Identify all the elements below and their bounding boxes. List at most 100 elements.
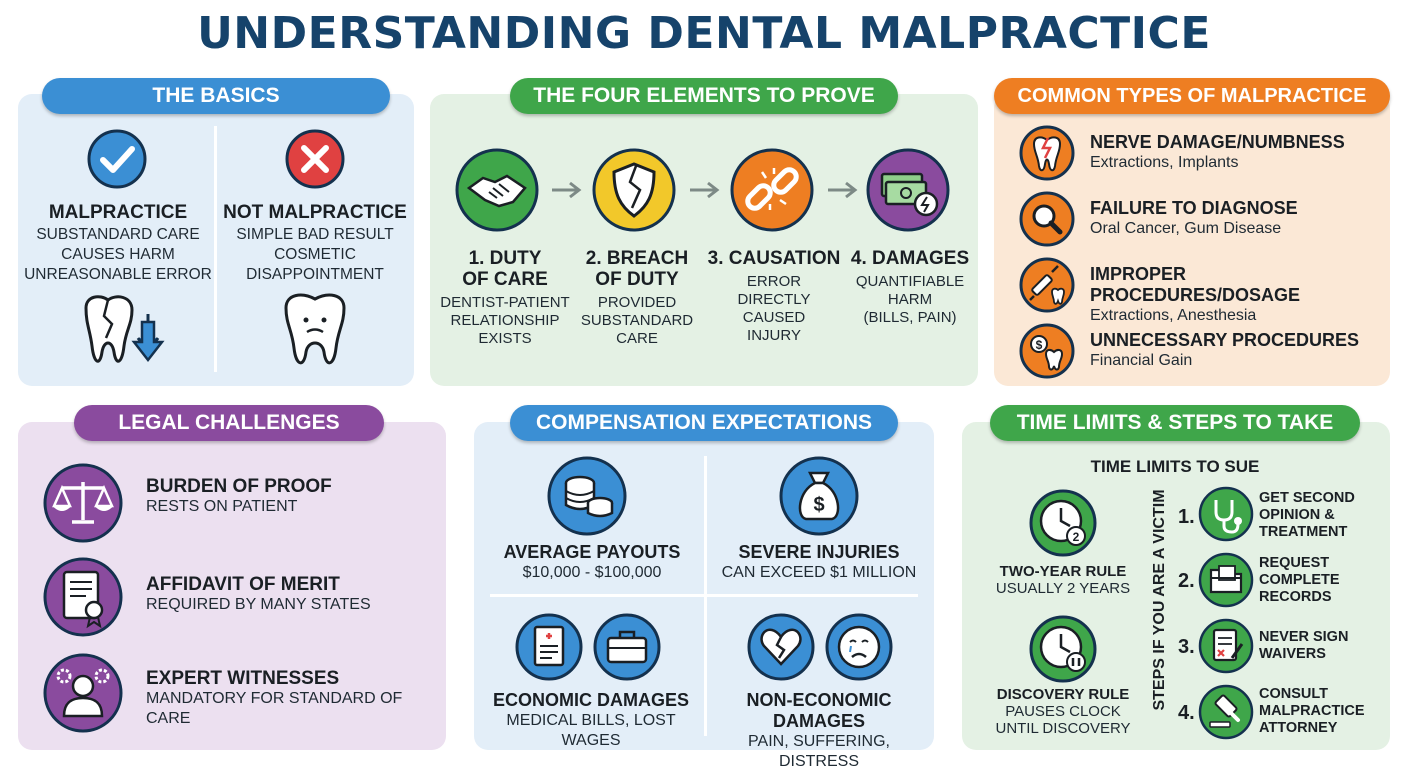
legal-title: BURDEN OF PROOF bbox=[146, 476, 332, 497]
type-sub: Financial Gain bbox=[1090, 352, 1193, 369]
basics-left-line: UNREASONABLE ERROR bbox=[24, 266, 212, 283]
svg-text:$: $ bbox=[1036, 338, 1043, 352]
legal-sub: REQUIRED BY MANY STATES bbox=[146, 596, 371, 613]
elements-header: THE FOUR ELEMENTS TO PROVE bbox=[510, 78, 898, 114]
step-line: ATTORNEY bbox=[1259, 720, 1338, 736]
element-line: RELATIONSHIP bbox=[450, 312, 560, 329]
type-sub: Oral Cancer, Gum Disease bbox=[1090, 220, 1282, 237]
sad-face-icon bbox=[825, 613, 893, 681]
briefcase-icon bbox=[593, 613, 661, 681]
comp-sub: $10,000 - $100,000 bbox=[522, 564, 662, 581]
steps-label: STEPS IF YOU ARE A VICTIM bbox=[1151, 489, 1168, 711]
element-line: EXISTS bbox=[478, 330, 532, 347]
time-rule-line: UNTIL DISCOVERY bbox=[995, 720, 1131, 737]
step-number: 1. bbox=[1178, 506, 1195, 528]
basics-left-text: SUBSTANDARD CARE CAUSES HARM UNREASONABL… bbox=[22, 225, 214, 285]
legal-sub: MANDATORY FOR STANDARD OF CARE bbox=[146, 690, 403, 727]
type-item: NERVE DAMAGE/NUMBNESS Extractions, Impla… bbox=[1090, 132, 1386, 172]
element-line: CARE bbox=[616, 330, 658, 347]
comp-item: AVERAGE PAYOUTS $10,000 - $100,000 bbox=[482, 542, 702, 583]
no-sign-document-icon bbox=[1198, 618, 1254, 674]
basics-right-text: SIMPLE BAD RESULT COSMETIC DISAPPOINTMEN… bbox=[222, 225, 408, 285]
nerve-tooth-icon bbox=[1019, 125, 1075, 181]
step-line: REQUEST bbox=[1259, 555, 1330, 571]
step-line: OPINION & bbox=[1259, 507, 1335, 523]
element-title: 1. DUTY bbox=[468, 248, 542, 269]
comp-sub: MEDICAL BILLS, LOST WAGES bbox=[506, 712, 676, 749]
sad-tooth-icon bbox=[284, 293, 346, 365]
time-rule-title: DISCOVERY RULE bbox=[996, 686, 1130, 703]
element-line: CAUSED bbox=[742, 309, 806, 326]
dollar-tooth-icon: $ bbox=[1019, 323, 1075, 379]
svg-text:2: 2 bbox=[1073, 530, 1080, 544]
comp-divider-h bbox=[490, 594, 918, 597]
scales-icon bbox=[43, 463, 123, 543]
step-number: 4. bbox=[1178, 702, 1195, 724]
comp-item: ECONOMIC DAMAGES MEDICAL BILLS, LOST WAG… bbox=[478, 690, 704, 751]
step-text: CONSULT MALPRACTICE ATTORNEY bbox=[1259, 686, 1389, 737]
element-title: 4. DAMAGES bbox=[850, 248, 970, 269]
comp-title: SEVERE INJURIES bbox=[738, 542, 900, 562]
broken-shield-icon bbox=[592, 148, 676, 232]
step-number: 2. bbox=[1178, 570, 1195, 592]
syringe-icon bbox=[1019, 257, 1075, 313]
cracked-tooth-icon bbox=[84, 295, 165, 363]
basics-right-line: DISAPPOINTMENT bbox=[246, 266, 384, 283]
element-2: 2. BREACH OF DUTY PROVIDED SUBSTANDARD C… bbox=[572, 248, 702, 348]
element-line: DENTIST-PATIENT bbox=[440, 294, 570, 311]
legal-item: AFFIDAVIT OF MERIT REQUIRED BY MANY STAT… bbox=[146, 574, 438, 615]
time-header: TIME LIMITS & STEPS TO TAKE bbox=[990, 405, 1360, 441]
step-line: GET SECOND bbox=[1259, 490, 1355, 506]
element-line: ERROR bbox=[746, 273, 802, 290]
comp-sub: PAIN, SUFFERING, DISTRESS bbox=[748, 733, 890, 768]
type-sub: Extractions, Anesthesia bbox=[1090, 307, 1257, 324]
type-title: FAILURE TO DIAGNOSE bbox=[1090, 198, 1298, 218]
time-rule-line: PAUSES CLOCK bbox=[1005, 703, 1121, 720]
type-item: UNNECESSARY PROCEDURES Financial Gain bbox=[1090, 330, 1386, 370]
comp-header: COMPENSATION EXPECTATIONS bbox=[510, 405, 898, 441]
document-seal-icon bbox=[43, 557, 123, 637]
element-line: (BILLS, PAIN) bbox=[863, 309, 957, 326]
expert-gears-icon bbox=[43, 653, 123, 733]
gavel-icon bbox=[1198, 684, 1254, 740]
legal-sub: RESTS ON PATIENT bbox=[146, 498, 298, 515]
clock-2-icon: 2 bbox=[1029, 489, 1097, 557]
folder-icon bbox=[1198, 552, 1254, 608]
time-rule-title: TWO-YEAR RULE bbox=[999, 563, 1127, 580]
element-line: DIRECTLY bbox=[737, 291, 811, 308]
handshake-icon bbox=[455, 148, 539, 232]
type-sub: Extractions, Implants bbox=[1090, 154, 1239, 171]
element-line: HARM bbox=[887, 291, 933, 308]
element-line: QUANTIFIABLE bbox=[855, 273, 965, 290]
arrow-icon bbox=[690, 181, 720, 199]
time-rule: DISCOVERY RULE PAUSES CLOCK UNTIL DISCOV… bbox=[988, 686, 1138, 737]
arrow-icon bbox=[552, 181, 582, 199]
type-title: NERVE DAMAGE/NUMBNESS bbox=[1090, 132, 1345, 152]
basics-right-heading: NOT MALPRACTICE bbox=[223, 202, 407, 223]
time-subheader: TIME LIMITS TO SUE bbox=[1090, 457, 1260, 476]
type-item: IMPROPER PROCEDURES/DOSAGE Extractions, … bbox=[1090, 264, 1386, 325]
broken-heart-icon bbox=[747, 613, 815, 681]
step-line: CONSULT bbox=[1259, 686, 1329, 702]
basics-left-line: SUBSTANDARD CARE bbox=[36, 226, 200, 243]
element-line: INJURY bbox=[747, 327, 801, 344]
x-icon bbox=[285, 129, 345, 189]
svg-text:$: $ bbox=[813, 494, 824, 516]
broken-chain-icon bbox=[730, 148, 814, 232]
element-title: 2. BREACH bbox=[585, 248, 689, 269]
time-panel bbox=[962, 422, 1390, 750]
element-title: 3. CAUSATION bbox=[707, 248, 841, 269]
type-item: FAILURE TO DIAGNOSE Oral Cancer, Gum Dis… bbox=[1090, 198, 1386, 238]
step-text: GET SECOND OPINION & TREATMENT bbox=[1259, 490, 1389, 541]
arrow-icon bbox=[828, 181, 858, 199]
elements-panel bbox=[430, 94, 978, 386]
stethoscope-icon bbox=[1198, 486, 1254, 542]
basics-right-line: SIMPLE BAD RESULT bbox=[236, 226, 394, 243]
element-title: OF DUTY bbox=[595, 269, 679, 290]
step-text: REQUEST COMPLETE RECORDS bbox=[1259, 555, 1389, 606]
comp-title: ECONOMIC DAMAGES bbox=[492, 690, 689, 710]
clock-pause-icon bbox=[1029, 615, 1097, 683]
basics-left-line: CAUSES HARM bbox=[61, 246, 175, 263]
element-title: OF CARE bbox=[462, 269, 548, 290]
step-line: TREATMENT bbox=[1259, 524, 1348, 540]
